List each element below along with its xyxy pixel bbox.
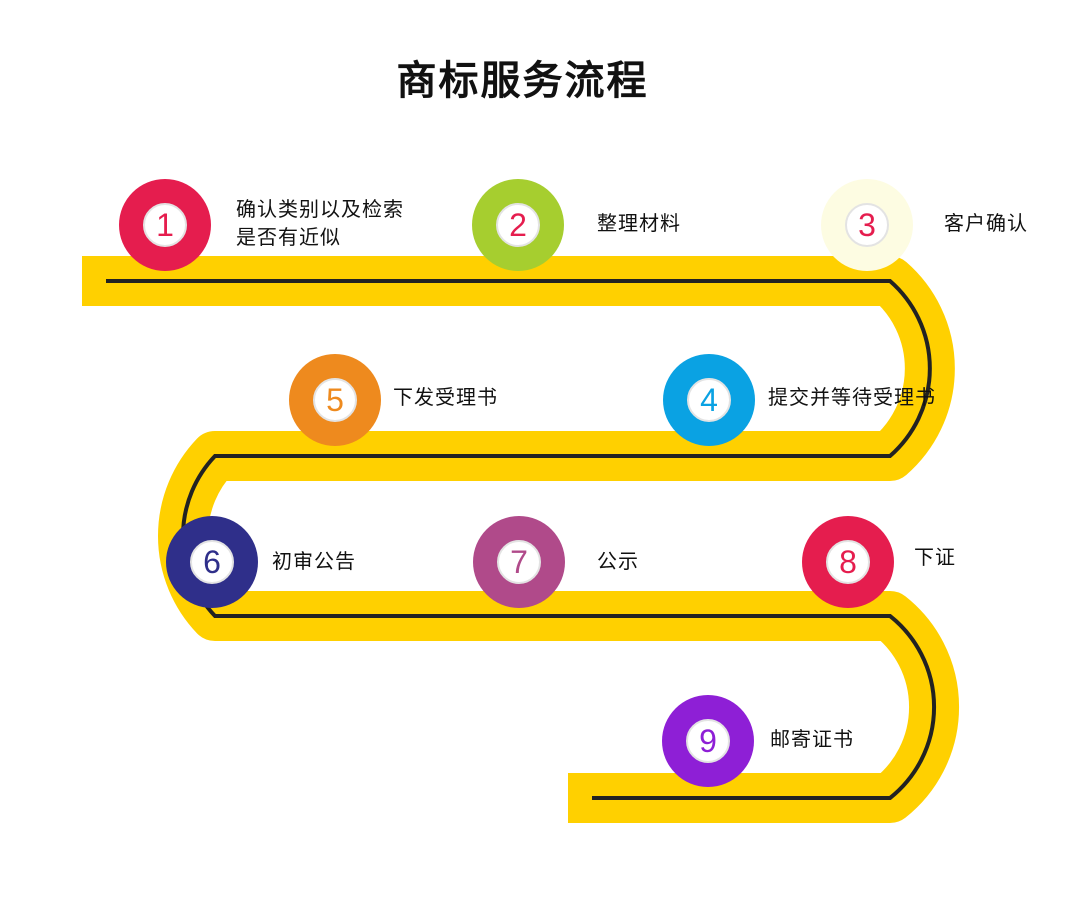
step-4-node: 4 (663, 354, 755, 446)
step-1-label-line-1: 确认类别以及检索 (236, 197, 404, 221)
step-5-label-line-1: 下发受理书 (393, 385, 498, 409)
step-8-number: 8 (826, 540, 870, 584)
step-3-node: 3 (821, 179, 913, 271)
step-3-label-line-1: 客户确认 (944, 211, 1028, 235)
step-7-label: 公示 (597, 547, 639, 575)
step-4-label: 提交并等待受理书 (768, 383, 936, 411)
step-6-number: 6 (190, 540, 234, 584)
step-6-label-line-1: 初审公告 (272, 549, 356, 573)
step-9-number: 9 (686, 719, 730, 763)
step-1-number: 1 (143, 203, 187, 247)
step-9-node: 9 (662, 695, 754, 787)
step-3-number: 3 (845, 203, 889, 247)
step-5-number: 5 (313, 378, 357, 422)
step-3-label: 客户确认 (944, 209, 1028, 237)
step-5-node: 5 (289, 354, 381, 446)
step-2-label-line-1: 整理材料 (597, 211, 681, 235)
step-8-label-line-1: 下证 (914, 545, 956, 569)
step-6-label: 初审公告 (272, 547, 356, 575)
step-6-node: 6 (166, 516, 258, 608)
step-7-number: 7 (497, 540, 541, 584)
step-4-label-line-1: 提交并等待受理书 (768, 385, 936, 409)
step-7-label-line-1: 公示 (597, 549, 639, 573)
step-1-label: 确认类别以及检索 是否有近似 (236, 195, 404, 251)
step-1-node: 1 (119, 179, 211, 271)
step-5-label: 下发受理书 (393, 383, 498, 411)
step-1-label-line-2: 是否有近似 (236, 225, 341, 249)
step-2-label: 整理材料 (597, 209, 681, 237)
step-8-node: 8 (802, 516, 894, 608)
step-7-node: 7 (473, 516, 565, 608)
step-9-label: 邮寄证书 (770, 725, 854, 753)
step-8-label: 下证 (914, 543, 956, 571)
step-9-label-line-1: 邮寄证书 (770, 727, 854, 751)
page-title: 商标服务流程 (396, 58, 649, 104)
step-4-number: 4 (687, 378, 731, 422)
step-2-node: 2 (472, 179, 564, 271)
step-2-number: 2 (496, 203, 540, 247)
